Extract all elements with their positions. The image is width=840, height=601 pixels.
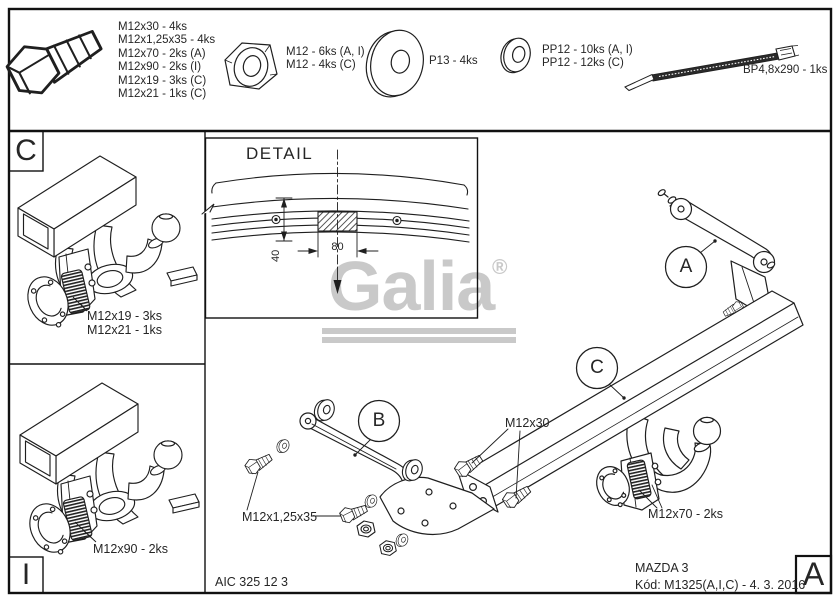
logo-underline-bar-1 [322, 328, 516, 334]
panel-c-callout-line2: M12x21 - 1ks [87, 322, 163, 337]
washer-small-item: PP12 - 12ks (C) [542, 57, 624, 70]
drawing-frame [7, 7, 833, 595]
cable-tie-icon [624, 45, 800, 92]
dimension-40 [275, 197, 293, 242]
bracket-b-assembly [242, 396, 534, 556]
vehicle-model: MAZDA 3 [635, 561, 689, 575]
main-callout-m12x1-25x35: M12x1,25x35 [242, 510, 318, 524]
drawing-code-date: Kód: M1325(A,I,C) - 4. 3. 2016 [635, 578, 806, 592]
dimension-height-value: 40 [270, 249, 282, 262]
callout-letter-b: B [372, 410, 386, 431]
panel-i-callout: M12x90 - 2ks [93, 542, 169, 556]
panel-c-assembly [17, 155, 198, 336]
main-assembly [242, 189, 804, 556]
callout-circles [357, 245, 708, 443]
crossbar [456, 290, 804, 513]
center-arrow-icon [333, 280, 342, 294]
panel-i-assembly [19, 382, 200, 563]
panel-c-callout: M12x19 - 3ks M12x21 - 1ks [87, 309, 163, 337]
bolt-size-item: M12x21 - 1ks (C) [118, 88, 207, 101]
washer-small-item: PP12 - 10ks (A, I) [542, 44, 633, 56]
washer-small-icon [500, 37, 531, 74]
nut-size-list: M12 - 6ks (A, I) M12 - 4ks (C) [286, 46, 365, 73]
leader-lines [246, 239, 717, 517]
panel-c-label-box [8, 130, 44, 172]
cable-tie-label: BP4,8x290 - 1ks [743, 64, 828, 76]
detail-box [204, 137, 479, 319]
socket-plate [596, 466, 630, 508]
detail-drawing [201, 149, 470, 294]
brand-logo-text: Galia [328, 247, 495, 325]
dimension-width-value: 80 [331, 241, 344, 253]
panel-c-callout-line1: M12x19 - 3ks [87, 309, 163, 323]
drawing-number: AIC 325 12 3 [215, 575, 288, 589]
washer-large-icon [365, 29, 424, 98]
bolt-size-item: M12x30 - 4ks [118, 21, 188, 33]
bolt-size-item: M12x70 - 2ks (A) [118, 47, 206, 60]
nut-size-item: M12 - 4ks (C) [286, 59, 356, 72]
callout-circle-b [357, 399, 401, 443]
towball-and-socket [596, 416, 722, 511]
washer-small-list: PP12 - 10ks (A, I) PP12 - 12ks (C) [542, 44, 633, 71]
washer-large-label: P13 - 4ks [429, 55, 478, 67]
panel-c-label: C [15, 134, 37, 167]
detail-title: DETAIL [246, 144, 314, 163]
main-callout-m12x30: M12x30 [505, 416, 550, 430]
callout-letter-a: A [679, 256, 693, 277]
dimension-80 [297, 232, 379, 258]
panel-i-label: I [21, 558, 31, 591]
main-callout-m12x70: M12x70 - 2ks [648, 507, 724, 521]
brand-logo: Galia ® [322, 247, 516, 343]
callout-circle-c [575, 346, 619, 390]
panel-i-label-box [8, 556, 44, 594]
nut-size-item: M12 - 6ks (A, I) [286, 46, 365, 58]
logo-underline-bar-2 [322, 337, 516, 343]
callout-letter-c: C [590, 357, 604, 378]
bolt-size-item: M12x1,25x35 - 4ks [118, 34, 216, 47]
hardware-legend-icons [1, 14, 800, 103]
revision-label-box [794, 554, 833, 595]
callout-circle-a [664, 245, 708, 289]
bolt-icon [1, 14, 109, 103]
revision-label: A [802, 556, 825, 592]
bolt-size-list: M12x30 - 4ks M12x1,25x35 - 4ks M12x70 - … [118, 21, 215, 101]
bolt-size-item: M12x90 - 2ks (I) [118, 61, 202, 74]
registered-trademark-icon: ® [492, 256, 508, 279]
bolt-size-item: M12x19 - 3ks (C) [118, 74, 207, 87]
nut-icon [224, 42, 278, 90]
